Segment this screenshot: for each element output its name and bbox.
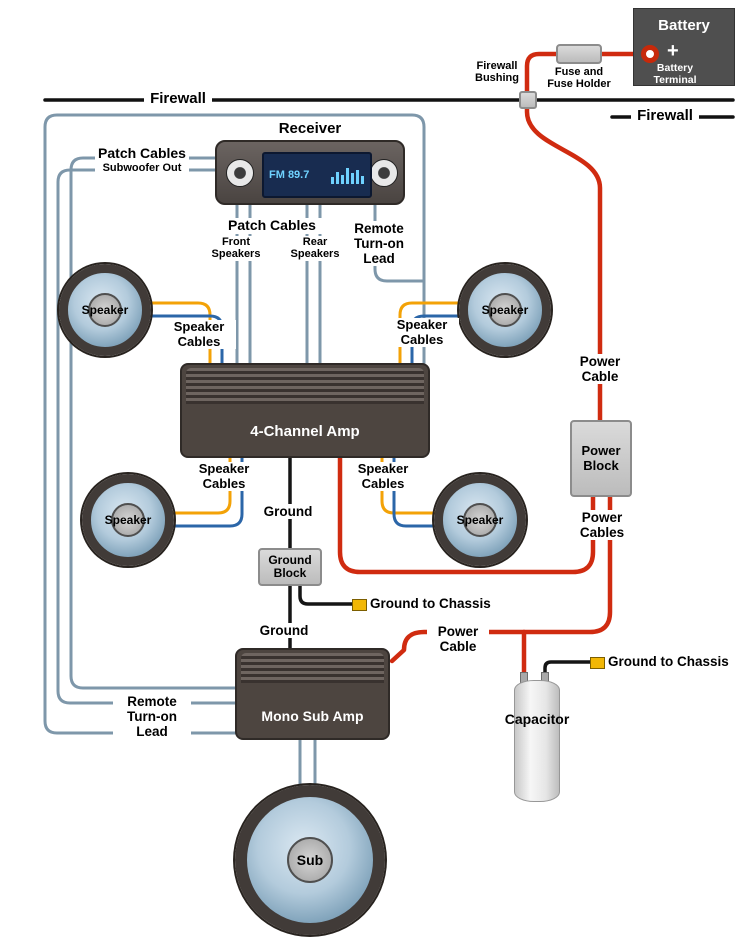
speaker-front-right: Speaker [459, 264, 551, 356]
speaker-rear-left: Speaker [82, 474, 174, 566]
firewall-bushing [519, 91, 537, 109]
receiver-display: FM 89.7 [262, 152, 372, 198]
battery-terminal-label: Battery Terminal [653, 62, 697, 86]
speaker-cables-lr-label: Speaker Cables [346, 461, 420, 492]
receiver-title: Receiver [278, 120, 342, 137]
receiver: FM 89.7 [215, 140, 405, 205]
speaker-label: Speaker [481, 303, 529, 317]
power-cables-label: Power Cables [572, 510, 632, 541]
power-block: Power Block [570, 420, 632, 497]
remote-turn-on-lead-bottom-label: Remote Turn-on Lead [113, 694, 191, 740]
ground-top-label: Ground [260, 504, 316, 520]
radio-frequency: FM 89.7 [269, 169, 310, 181]
amp-heatsink-fins [241, 653, 384, 683]
ground-bottom-label: Ground [256, 623, 312, 639]
sub-label: Sub [296, 852, 324, 868]
four-channel-amp-label: 4-Channel Amp [250, 423, 360, 440]
wire-power-block-to-amp4 [337, 455, 596, 575]
wire-speaker-lr-blue [392, 456, 436, 528]
volume-knob-icon [226, 159, 254, 187]
firewall-bushing-label: Firewall Bushing [475, 60, 519, 85]
rear-speakers-label: Rear Speakers [284, 236, 346, 261]
four-channel-amp: 4-Channel Amp [180, 363, 430, 458]
speaker-front-left: Speaker [59, 264, 151, 356]
patch-cables-bottom-title: Patch Cables [215, 217, 329, 234]
ground-to-chassis-left-label: Ground to Chassis [370, 596, 491, 611]
wire-subwoofer-patch-2 [56, 168, 237, 705]
firewall-label-right: Firewall [631, 107, 699, 125]
power-cable-top-label: Power Cable [570, 354, 630, 385]
subwoofer-out-label: Subwoofer Out [102, 161, 182, 174]
ground-to-chassis-right-label: Ground to Chassis [608, 654, 729, 669]
patch-cables-subwoofer-label: Patch Cables Subwoofer Out [95, 145, 189, 174]
wire-remote-lead-main [43, 113, 426, 735]
ground-block-label: Ground Block [268, 552, 312, 580]
wire-power-battery-to-block [524, 51, 653, 423]
speaker-label: Speaker [81, 303, 129, 317]
speaker-dust-cap [88, 293, 122, 327]
speaker-cables-ul-label: Speaker Cables [162, 319, 236, 350]
firewall-label-left: Firewall [144, 90, 212, 108]
speaker-rear-right: Speaker [434, 474, 526, 566]
subwoofer: Sub [235, 785, 385, 935]
wire-remote-lead-receiver [373, 201, 426, 283]
speaker-label: Speaker [104, 513, 152, 527]
eq-bars-icon [331, 168, 364, 184]
battery-title: Battery [658, 17, 710, 34]
fuse-holder [556, 44, 602, 64]
chassis-connector-icon [590, 657, 605, 669]
capacitor [514, 680, 560, 802]
power-block-label: Power Block [581, 443, 621, 473]
chassis-connector-icon [352, 599, 367, 611]
speaker-cables-ll-label: Speaker Cables [187, 461, 261, 492]
speaker-dust-cap [111, 503, 145, 537]
power-cable-bottom-label: Power Cable [427, 624, 489, 655]
wire-speaker-ll-yellow [171, 456, 232, 515]
wire-ground-chassis-right [543, 660, 592, 678]
speaker-dust-cap [488, 293, 522, 327]
wire-power-block-to-monoamp [389, 494, 613, 664]
front-speakers-label: Front Speakers [205, 236, 267, 261]
speaker-label: Speaker [456, 513, 504, 527]
wire-subwoofer-patch-1 [69, 156, 237, 690]
battery-plus-sign: + [667, 40, 679, 62]
wire-ground-chassis-left [298, 584, 354, 606]
mono-sub-amp: Mono Sub Amp [235, 648, 390, 740]
capacitor-label: Capacitor [504, 711, 570, 727]
speaker-cables-ur-label: Speaker Cables [385, 317, 459, 348]
mono-sub-amp-label: Mono Sub Amp [261, 708, 364, 724]
ground-block: Ground Block [258, 548, 322, 586]
tuner-knob-icon [370, 159, 398, 187]
amp-heatsink-fins [186, 368, 424, 404]
fuse-holder-label: Fuse and Fuse Holder [547, 66, 611, 91]
remote-turn-on-lead-top-label: Remote Turn-on Lead [340, 221, 418, 267]
wire-speaker-ur-yellow [398, 301, 461, 365]
battery-terminal-icon [641, 45, 659, 63]
sub-dust-cap [287, 837, 333, 883]
wire-speaker-ll-blue [171, 456, 244, 528]
patch-cables-left-title: Patch Cables [98, 145, 186, 161]
speaker-dust-cap [463, 503, 497, 537]
